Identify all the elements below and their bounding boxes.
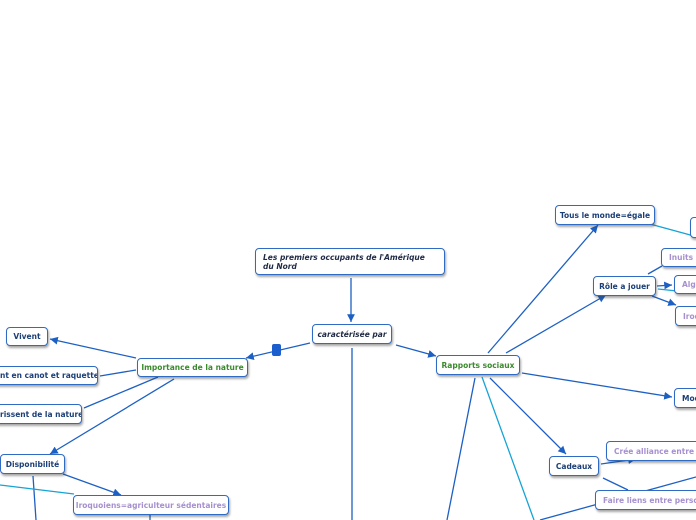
node-iroquoiens[interactable]: Iroquoiens=agriculteur sédentaires bbox=[73, 495, 229, 515]
node-offscreen-top[interactable] bbox=[690, 217, 696, 238]
node-tous-le-monde[interactable]: Tous le monde=égale bbox=[555, 205, 655, 225]
link-rapports-to-cadeaux bbox=[489, 377, 567, 455]
link-rapports-down bbox=[446, 377, 476, 520]
node-faire-liens-label: Faire liens entre person bbox=[603, 495, 696, 505]
node-mod-label: Mod bbox=[682, 393, 696, 403]
link-importance-to-vivent bbox=[49, 336, 137, 359]
node-importance-nature-label: Importance de la nature bbox=[141, 363, 244, 372]
link-importance-to-disponibilite bbox=[49, 378, 175, 455]
node-algo[interactable]: Algo bbox=[674, 275, 696, 294]
node-canot-raquette[interactable]: nt en canot et raquette bbox=[0, 366, 98, 385]
collapse-handle[interactable] bbox=[272, 344, 281, 356]
node-mod[interactable]: Mod bbox=[674, 388, 696, 408]
link-disponibilite-to-iroquoiens bbox=[62, 473, 122, 497]
node-caracterisee-par-label: caractérisée par bbox=[317, 329, 387, 339]
link-role-to-inuits bbox=[647, 265, 663, 275]
node-cree-alliance[interactable]: Crée alliance entre tr bbox=[606, 441, 696, 461]
link-cadeaux-to-faire bbox=[602, 477, 629, 491]
node-iroq-label: Iroq bbox=[683, 311, 696, 321]
node-algo-label: Algo bbox=[682, 280, 696, 289]
node-rapports-sociaux[interactable]: Rapports sociaux bbox=[436, 355, 520, 375]
node-role-a-jouer[interactable]: Rôle a jouer bbox=[593, 276, 656, 296]
link-disponibilite-cross bbox=[0, 484, 75, 495]
link-disponibilite-down bbox=[32, 475, 37, 520]
node-cadeaux[interactable]: Cadeaux bbox=[549, 456, 599, 476]
node-tous-le-monde-label: Tous le monde=égale bbox=[559, 210, 651, 220]
node-iroq[interactable]: Iroq bbox=[675, 306, 696, 326]
node-inuits-label: Inuits bbox=[669, 253, 694, 262]
node-role-a-jouer-label: Rôle a jouer bbox=[599, 281, 650, 291]
node-vivent[interactable]: Vivent bbox=[6, 327, 48, 346]
node-vivent-label: Vivent bbox=[13, 332, 41, 341]
node-inuits[interactable]: Inuits bbox=[661, 248, 696, 267]
node-cadeaux-label: Cadeaux bbox=[555, 461, 593, 471]
node-nourrissent-nature[interactable]: rissent de la nature bbox=[0, 404, 82, 424]
link-rapports-to-mod bbox=[521, 372, 673, 400]
node-caracterisee-par[interactable]: caractérisée par bbox=[312, 324, 392, 344]
link-importance-to-nourrissent bbox=[83, 376, 159, 409]
node-importance-nature[interactable]: Importance de la nature bbox=[137, 358, 248, 377]
node-faire-liens[interactable]: Faire liens entre person bbox=[595, 490, 696, 510]
link-rapports-cross bbox=[481, 376, 535, 520]
link-role-to-iroq bbox=[651, 295, 677, 306]
node-nourrissent-nature-label: rissent de la nature bbox=[0, 409, 82, 419]
node-iroquoiens-label: Iroquoiens=agriculteur sédentaires bbox=[75, 500, 227, 510]
link-role-to-algo bbox=[656, 281, 673, 290]
root-topic[interactable]: Les premiers occupants de l'Amérique du … bbox=[255, 248, 445, 275]
link-center-to-rapports bbox=[395, 344, 437, 358]
link-importance-to-canot bbox=[99, 369, 137, 377]
node-canot-raquette-label: nt en canot et raquette bbox=[0, 371, 98, 380]
node-disponibilite-label: Disponibilité bbox=[5, 459, 60, 469]
node-cree-alliance-label: Crée alliance entre tr bbox=[614, 446, 696, 456]
node-disponibilite[interactable]: Disponibilité bbox=[0, 454, 65, 474]
link-rapports-to-role bbox=[505, 294, 607, 354]
root-topic-label: Les premiers occupants de l'Amérique du … bbox=[263, 253, 425, 271]
link-rapports-to-tous bbox=[487, 224, 599, 354]
node-rapports-sociaux-label: Rapports sociaux bbox=[441, 360, 515, 370]
